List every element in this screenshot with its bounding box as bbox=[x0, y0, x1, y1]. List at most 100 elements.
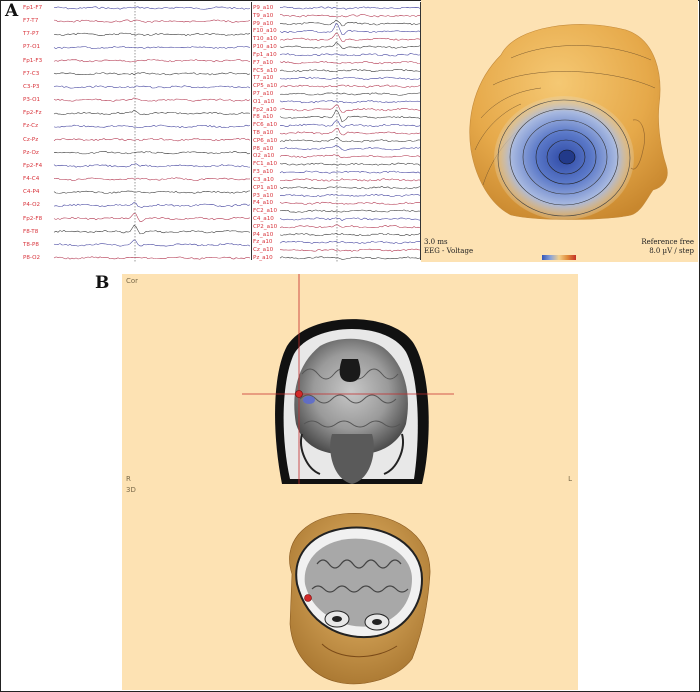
eeg-channel-label: F7-C3 bbox=[23, 70, 40, 77]
eeg-channel-label: F7_a10 bbox=[253, 59, 274, 66]
eeg-trace bbox=[279, 69, 421, 73]
eeg-trace bbox=[279, 61, 421, 65]
eeg-trace bbox=[279, 23, 421, 35]
eeg-trace bbox=[279, 84, 421, 88]
dipole-marker-3d bbox=[304, 594, 312, 602]
eeg-channel-label: Cz_a10 bbox=[253, 247, 274, 254]
eeg-trace bbox=[279, 14, 421, 18]
eeg-trace bbox=[279, 240, 421, 244]
eeg-trace bbox=[279, 6, 421, 10]
eeg-channel-label: P8-O2 bbox=[23, 255, 41, 261]
eeg-channel-label: Fp1-F3 bbox=[23, 57, 43, 64]
eeg-channel-label: T10_a10 bbox=[253, 36, 277, 43]
coronal-mri-slice bbox=[242, 274, 454, 484]
eeg-trace bbox=[279, 217, 421, 221]
eeg-trace bbox=[279, 32, 421, 43]
eeg-trace bbox=[53, 202, 251, 208]
eeg-channel-label: P10_a10 bbox=[253, 44, 277, 51]
topo-divider bbox=[420, 2, 422, 260]
eeg-channel-label: Fz-Cz bbox=[23, 123, 39, 130]
scale-label: 8.0 µV / step bbox=[649, 247, 694, 255]
eeg-channel-label: C4-P4 bbox=[23, 189, 40, 196]
eeg-trace bbox=[279, 154, 421, 159]
left-side-label: L bbox=[568, 475, 572, 483]
eeg-trace bbox=[53, 177, 251, 181]
eeg-trace bbox=[279, 109, 421, 123]
eeg-channel-label: P8_a10 bbox=[253, 145, 274, 152]
eeg-channel-label: CP1_a10 bbox=[253, 184, 278, 191]
eeg-channel-label: P3_a10 bbox=[253, 192, 274, 199]
eeg-channel-label: CP2_a10 bbox=[253, 223, 278, 230]
eeg-channel-label: Cz-Pz bbox=[23, 136, 39, 143]
eeg-channel-label: F3_a10 bbox=[253, 169, 274, 176]
eeg-trace bbox=[279, 76, 421, 80]
dipole-marker-coronal bbox=[295, 390, 303, 398]
voltage-topography-panel: 3.0 ms EEG - Voltage Reference free 8.0 … bbox=[421, 0, 698, 262]
head-voltage-map bbox=[469, 24, 668, 220]
panel-a-letter: A bbox=[5, 1, 19, 21]
eeg-channel-label: Pz-Oz bbox=[23, 149, 39, 156]
eeg-trace bbox=[53, 46, 251, 50]
eeg-channel-label: T9_a10 bbox=[253, 12, 274, 19]
eeg-trace bbox=[53, 124, 251, 129]
time-label: 3.0 ms bbox=[424, 238, 448, 246]
eeg-channel-label: FC6_a10 bbox=[253, 122, 278, 129]
eeg-trace bbox=[279, 209, 421, 213]
eeg-trace bbox=[279, 256, 421, 260]
eeg-channel-label: CP6_a10 bbox=[253, 137, 278, 144]
eeg-channel-label: F10_a10 bbox=[253, 28, 277, 35]
3d-view-label: 3D bbox=[126, 486, 136, 494]
right-side-label: R bbox=[126, 475, 131, 483]
eeg-channel-label: C3_a10 bbox=[253, 176, 274, 183]
3d-mri-rendering bbox=[289, 513, 431, 685]
eeg-trace bbox=[53, 151, 251, 155]
eeg-channel-label: P4_a10 bbox=[253, 231, 274, 238]
eeg-channel-label: FC1_a10 bbox=[253, 161, 278, 168]
eeg-trace bbox=[279, 137, 421, 143]
eeg-trace bbox=[279, 178, 421, 182]
eeg-channel-label: C3-P3 bbox=[23, 83, 40, 90]
eeg-channel-label: F4-C4 bbox=[23, 176, 40, 183]
eeg-trace bbox=[53, 109, 251, 116]
eeg-trace bbox=[53, 72, 251, 76]
eeg-average-traces bbox=[279, 2, 421, 262]
eeg-trace bbox=[53, 213, 251, 222]
mri-source-panel: Cor R L 3D bbox=[122, 274, 578, 690]
eeg-channel-label: T7-P7 bbox=[23, 31, 39, 38]
eeg-trace bbox=[279, 201, 421, 205]
eeg-channel-label: Fz_a10 bbox=[253, 239, 273, 246]
eeg-trace bbox=[53, 224, 251, 235]
voltage-colorbar bbox=[542, 255, 576, 260]
eeg-trace bbox=[279, 170, 421, 174]
eeg-trace bbox=[53, 6, 251, 10]
mri-images bbox=[242, 274, 454, 685]
eeg-trace bbox=[279, 248, 421, 252]
eeg-divider bbox=[251, 2, 253, 260]
eeg-channel-label: FC5_a10 bbox=[253, 67, 278, 74]
eeg-trace bbox=[279, 145, 421, 151]
eeg-trace bbox=[53, 19, 251, 23]
eeg-trace bbox=[279, 104, 421, 113]
eeg-trace bbox=[53, 163, 251, 168]
eeg-channel-label: P7_a10 bbox=[253, 90, 274, 97]
eeg-channel-label: P7-O1 bbox=[23, 44, 41, 51]
eeg-trace bbox=[279, 162, 421, 166]
eeg-bipolar-traces bbox=[53, 2, 251, 262]
eeg-trace bbox=[53, 138, 251, 142]
eeg-trace bbox=[53, 239, 251, 247]
eeg-trace bbox=[53, 256, 251, 260]
eeg-trace bbox=[279, 42, 421, 50]
eeg-channel-label: O2_a10 bbox=[253, 153, 275, 160]
eeg-channel-label: F7-T7 bbox=[23, 18, 39, 25]
eeg-channel-label: P9_a10 bbox=[253, 5, 274, 11]
eeg-trace bbox=[279, 19, 421, 27]
eeg-channel-label: C4_a10 bbox=[253, 215, 274, 222]
eeg-channel-label: O1_a10 bbox=[253, 98, 275, 105]
reference-label: Reference free bbox=[641, 238, 694, 246]
eeg-trace bbox=[279, 92, 421, 96]
eeg-channel-label: T8-P8 bbox=[23, 241, 39, 248]
ear-outline bbox=[630, 119, 645, 170]
eeg-channel-label: Pz_a10 bbox=[253, 255, 273, 261]
